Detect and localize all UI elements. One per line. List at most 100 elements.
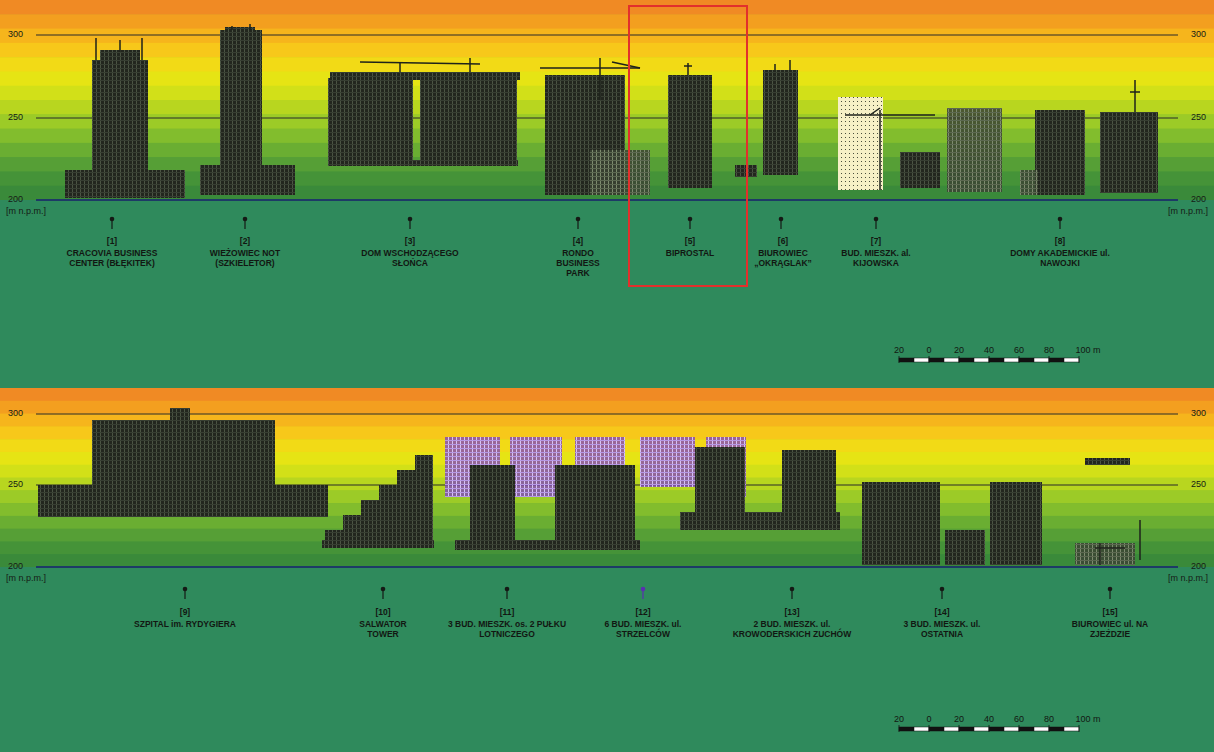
- crane-antenna: [1099, 543, 1101, 565]
- axis-unit: [m n.p.m.]: [1168, 206, 1208, 217]
- callout-number: [15]: [1102, 607, 1117, 617]
- crane-antenna: [469, 58, 471, 72]
- pin-marker: [790, 587, 795, 592]
- scale-bar: [929, 727, 944, 731]
- pin-marker: [110, 217, 115, 222]
- pin-marker: [243, 217, 248, 222]
- building-pointcloud: [695, 447, 745, 515]
- building-pointcloud: [322, 540, 434, 548]
- scale-bar: [1049, 727, 1064, 731]
- scale-bar: [974, 727, 989, 731]
- building-name: BUD. MIESZK. al. KIJOWSKA: [835, 248, 917, 268]
- building-pointcloud: [862, 482, 940, 565]
- building-pointcloud: [1100, 112, 1158, 193]
- scale-tick: [989, 725, 990, 732]
- height-band: [0, 29, 1214, 44]
- callout-number: [13]: [784, 607, 799, 617]
- scale-bar: [899, 727, 914, 731]
- building-pointcloud: [415, 455, 433, 545]
- axis-value: 200: [1191, 194, 1206, 205]
- building-pointcloud: [92, 60, 148, 180]
- pin-marker: [1058, 217, 1063, 222]
- axis-value: 250: [1191, 479, 1206, 490]
- scale-tick: [959, 356, 960, 363]
- building-pointcloud: [945, 530, 985, 565]
- scale-bar: [1004, 358, 1019, 362]
- scale-value: 60: [1014, 345, 1024, 356]
- scale-value: 60: [1014, 714, 1024, 725]
- scale-value: 0: [927, 345, 932, 356]
- axis-value: 300: [8, 29, 23, 40]
- axis-value: 250: [1191, 112, 1206, 123]
- building-name: RONDO BUSINESS PARK: [549, 248, 607, 279]
- building-name: DOMY AKADEMICKIE ul. NAWOJKI: [1004, 248, 1116, 268]
- height-band: [0, 0, 1214, 15]
- building-pointcloud: [328, 160, 518, 166]
- callout-number: [14]: [934, 607, 949, 617]
- scale-tick: [929, 356, 930, 363]
- callout-number: [7]: [871, 236, 881, 246]
- base-line: [36, 199, 1178, 201]
- pin-marker: [381, 587, 386, 592]
- building-name: BIPROSTAL: [666, 248, 714, 258]
- highlight-frame: [5]BIPROSTAL: [628, 5, 748, 287]
- scale-value: 80: [1044, 714, 1054, 725]
- grid-line: [36, 414, 1178, 415]
- scale-bar: [989, 358, 1004, 362]
- building-pointcloud: [735, 165, 757, 177]
- callout-number: [11]: [500, 607, 515, 617]
- scale-tick: [959, 725, 960, 732]
- scale-bar: [1034, 727, 1049, 731]
- axis-value: 300: [8, 408, 23, 419]
- building-name: CRACOVIA BUSINESS CENTER (BŁĘKITEK): [66, 248, 158, 268]
- building-pointcloud: [680, 512, 840, 530]
- scale-bar: [1034, 358, 1049, 362]
- label-ground: [0, 200, 1214, 386]
- callout-number: [2]: [240, 236, 250, 246]
- scale-value: 20: [894, 714, 904, 725]
- building-pointcloud: [668, 75, 712, 188]
- crane-antenna: [1139, 520, 1141, 560]
- scale-bar: [914, 727, 929, 731]
- callout-number: [10]: [375, 607, 390, 617]
- building-pointcloud: [220, 30, 262, 180]
- scale-value: 80: [1044, 345, 1054, 356]
- height-band: [0, 43, 1214, 58]
- crane-antenna: [789, 60, 791, 70]
- building-pointcloud: [590, 150, 650, 195]
- crane-antenna: [231, 26, 233, 30]
- crane-antenna: [684, 65, 692, 67]
- scale-bar: [914, 358, 929, 362]
- base-line: [36, 566, 1178, 568]
- building-pointcloud: [990, 482, 1042, 565]
- scale-tick: [989, 356, 990, 363]
- crane-antenna: [141, 38, 143, 60]
- crane-antenna: [599, 58, 601, 100]
- building-pointcloud: [900, 152, 940, 188]
- crane-antenna: [612, 62, 640, 68]
- pin-marker: [940, 587, 945, 592]
- axis-unit: [m n.p.m.]: [1168, 573, 1208, 584]
- building-pointcloud: [455, 540, 640, 550]
- scale-value: 100 m: [1076, 714, 1101, 725]
- axis-value: 200: [8, 194, 23, 205]
- axis-unit: [m n.p.m.]: [6, 206, 46, 217]
- building-pointcloud: [420, 78, 517, 165]
- building-pointcloud: [470, 465, 515, 548]
- callout-number: [9]: [180, 607, 190, 617]
- scale-tick: [899, 725, 900, 732]
- scale-tick: [1019, 725, 1020, 732]
- scale-bar: [974, 358, 989, 362]
- scale-bar: [959, 727, 974, 731]
- building-pointcloud: [1035, 110, 1085, 195]
- crane-antenna: [249, 24, 251, 30]
- axis-value: 300: [1191, 29, 1206, 40]
- scale-tick: [1049, 725, 1050, 732]
- pin-marker: [505, 587, 510, 592]
- pin-marker: [779, 217, 784, 222]
- crane-antenna: [540, 67, 640, 69]
- scale-tick: [929, 725, 930, 732]
- pin-marker: [874, 217, 879, 222]
- height-band: [0, 388, 1214, 401]
